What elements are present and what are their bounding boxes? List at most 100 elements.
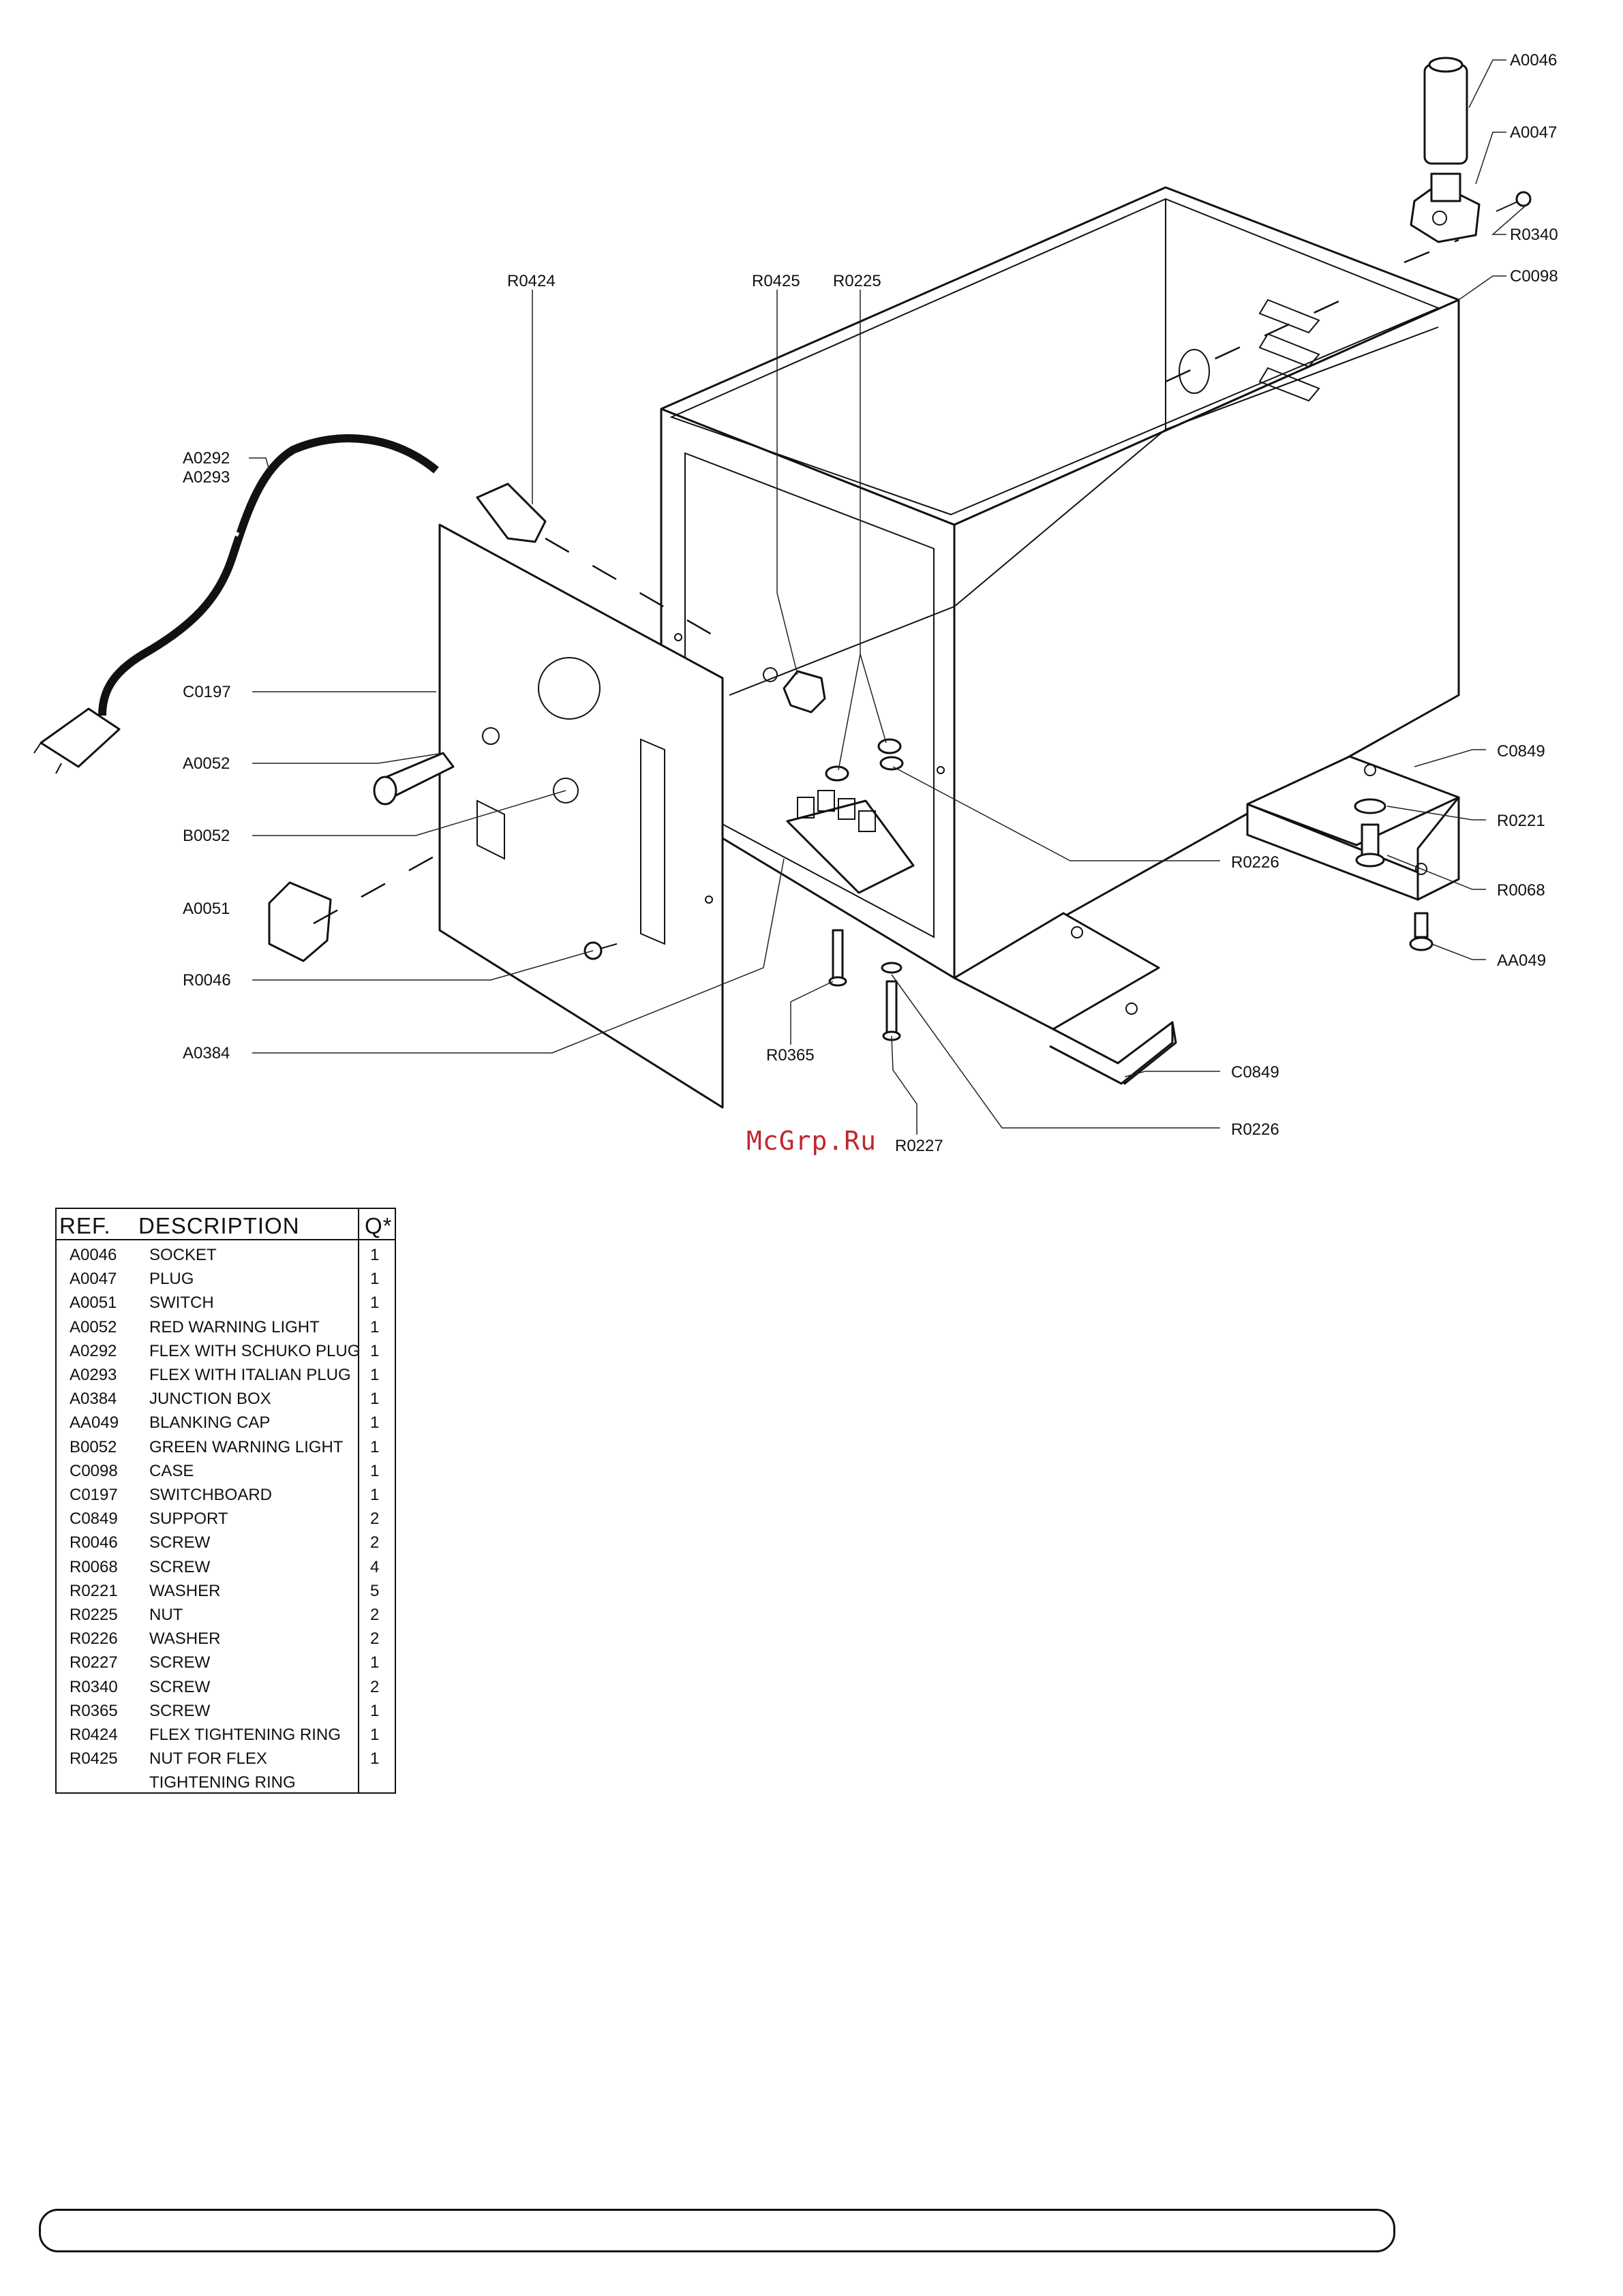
ref-cell: R0227 [70,1653,118,1672]
description-cell: RED WARNING LIGHT [149,1317,320,1336]
callout-c0849-bottom: C0849 [1231,1063,1279,1082]
header-description: DESCRIPTION [138,1213,300,1238]
table-row: R0046 SCREW 2 [57,1531,395,1555]
callout-c0197: C0197 [183,683,231,701]
ref-cell: R0226 [70,1629,118,1649]
callout-c0098: C0098 [1510,267,1558,286]
header-ref: REF. [59,1213,111,1238]
callout-r0226-bottom: R0226 [1231,1120,1279,1139]
ref-cell: A0293 [70,1366,117,1384]
description-cell: CASE [149,1461,194,1480]
description-cell: BLANKING CAP [149,1413,271,1433]
washer-r0221 [1354,798,1386,814]
ref-cell: A0384 [70,1390,117,1409]
description-cell: FLEX WITH SCHUKO PLUG [149,1341,361,1360]
description-cell: SCREW [149,1653,211,1672]
description-cell: SWITCHBOARD [149,1486,272,1504]
qty-cell: 1 [370,1366,380,1384]
table-row: A0052 RED WARNING LIGHT 1 [57,1315,395,1339]
description-cell: SWITCH [149,1294,214,1313]
switch-a0051 [268,881,332,962]
qty-cell: 1 [370,1390,380,1409]
ref-cell: A0047 [70,1270,117,1289]
callout-a0052: A0052 [183,754,230,773]
table-row: C0098 CASE 1 [57,1459,395,1483]
callout-r0227: R0227 [895,1137,943,1155]
qty-cell: 2 [370,1533,380,1552]
callout-a0384: A0384 [183,1044,230,1062]
screw-r0068 [1355,823,1385,868]
callout-a0292: A0292 [183,449,230,468]
callout-a0046: A0046 [1510,51,1557,70]
support-c0849-bottom [953,912,1177,1085]
table-row: AA049 BLANKING CAP 1 [57,1411,395,1435]
qty-cell: 1 [370,1294,380,1313]
qty-cell: 1 [370,1270,380,1289]
ref-cell: A0051 [70,1294,117,1313]
screw-r0365 [828,929,847,987]
leader-lines [249,59,1528,1135]
ref-cell: A0046 [70,1246,117,1264]
plug-a0047 [1410,172,1481,243]
screw-r0340-top [1496,191,1532,212]
table-row: A0051 SWITCH 1 [57,1291,395,1315]
qty-cell: 2 [370,1677,380,1696]
qty-cell: 1 [370,1246,380,1264]
qty-cell: 5 [370,1581,380,1600]
ref-cell: R0068 [70,1557,118,1576]
callout-r0221: R0221 [1497,812,1545,830]
ref-cell: AA049 [70,1413,119,1433]
nut-r0225 [825,738,902,782]
callout-r0365: R0365 [766,1046,815,1065]
screw-r0227 [881,962,902,1041]
table-row: C0197 SWITCHBOARD 1 [57,1483,395,1507]
ref-cell: A0052 [70,1317,117,1336]
ref-cell: R0365 [70,1701,118,1720]
support-c0849-right [1246,755,1460,901]
callout-b0052: B0052 [183,827,230,845]
callout-r0046: R0046 [183,971,231,990]
ref-cell: C0098 [70,1461,118,1480]
qty-cell: 1 [370,1413,380,1433]
qty-cell: 2 [370,1629,380,1649]
description-cell: SCREW [149,1701,211,1720]
qty-cell: 1 [370,1486,380,1504]
nut-r0425 [763,667,826,714]
callout-r0226-mid: R0226 [1231,853,1279,872]
description-cell: JUNCTION BOX [149,1390,271,1409]
callout-a0047: A0047 [1510,123,1557,142]
description-cell: TIGHTENING RING [149,1773,296,1792]
socket-a0046 [1423,57,1468,165]
blanking-cap-aa049 [1409,912,1434,951]
watermark-text: McGrp.Ru [746,1126,877,1156]
ref-cell: R0340 [70,1677,118,1696]
description-cell: NUT FOR FLEX [149,1749,267,1769]
qty-cell: 4 [370,1557,380,1576]
ref-cell: A0292 [70,1341,117,1360]
qty-cell: 1 [370,1437,380,1456]
switchboard-c0197 [438,523,724,1109]
callout-r0225: R0225 [833,272,881,290]
qty-cell: 1 [370,1317,380,1336]
ref-cell: R0046 [70,1533,118,1552]
qty-cell: 2 [370,1510,380,1529]
ref-cell: R0425 [70,1749,118,1769]
ref-cell: C0197 [70,1486,118,1504]
description-cell: SCREW [149,1533,211,1552]
description-cell: SUPPORT [149,1510,228,1529]
description-cell: FLEX TIGHTENING RING [149,1726,341,1744]
red-warning-light-a0052 [373,752,455,806]
qty-cell: 1 [370,1461,380,1480]
